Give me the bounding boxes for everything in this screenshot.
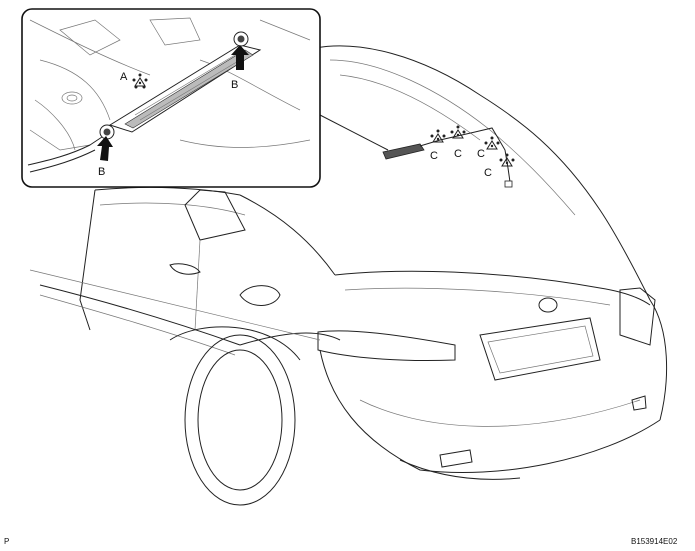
label-c-3: C [477, 148, 485, 160]
arrow-up-icon [231, 45, 249, 70]
car-rear-body [29, 45, 668, 506]
clip-markers-c [430, 125, 515, 167]
figure-code: B153914E02 [631, 537, 678, 546]
label-b-bottom: B [98, 166, 105, 178]
label-c-4: C [484, 167, 492, 179]
arrow-up-icon [97, 136, 113, 161]
label-a: A [120, 71, 128, 83]
label-b-top: B [231, 79, 238, 91]
high-mount-stop-lamp [319, 114, 513, 188]
corner-mark: P [4, 537, 10, 546]
label-c-1: C [430, 150, 438, 162]
label-c-2: C [454, 148, 462, 160]
inset-detail-view [21, 8, 321, 188]
